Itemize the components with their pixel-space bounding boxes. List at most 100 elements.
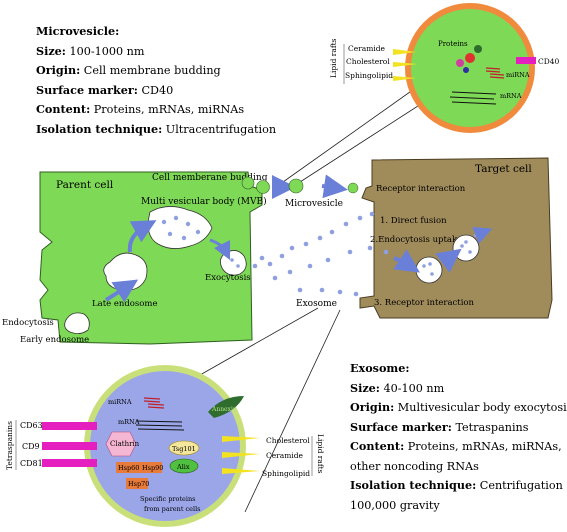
microvesicle-label: Microvesicle — [285, 199, 343, 209]
specific-proteins-label: Specific proteins — [140, 495, 195, 503]
hsp60-shape — [116, 462, 140, 473]
connector-exosome-zoom — [199, 307, 319, 376]
mv-mirna-strands — [485, 67, 505, 79]
hsp70-shape — [126, 478, 148, 489]
mv-mirna-label: miRNA — [506, 71, 530, 79]
uptake-vesicle-1 — [415, 256, 443, 284]
tsg101-shape — [168, 440, 200, 456]
arrow-uptake-3 — [472, 226, 493, 244]
arrow-uptake-2 — [435, 248, 462, 273]
raft-sphingolipid — [393, 76, 416, 81]
exocytosis-vesicle — [220, 250, 247, 276]
ex-lipid-rafts-label: Lipid rafts — [316, 434, 325, 474]
exocytosis-label: Exocytosis — [205, 273, 251, 283]
annexin-label: Annexin — [211, 406, 237, 413]
annexin-shape — [208, 396, 244, 418]
ex-marker-label: Surface marker: — [350, 419, 452, 434]
budding-vesicle-1 — [241, 176, 255, 190]
ex-sphingolipid-label: Sphingolipid — [262, 469, 310, 478]
ex-origin-label: Origin: — [350, 400, 395, 414]
hsp70-label: Hsp70 — [128, 480, 149, 488]
mv-proteins-label: Proteins — [438, 40, 468, 48]
mv-mrna-strands — [449, 91, 497, 105]
protein-blue — [463, 67, 469, 73]
arrow-late-to-mvb — [127, 220, 157, 253]
mv-content-value: Proteins, mRNAs, miRNAs — [93, 103, 245, 116]
ex-content-label: Content: — [350, 439, 405, 453]
ex-mrna-strands — [135, 420, 185, 431]
ex-isolation-value: Centrifugation at — [479, 479, 567, 492]
ex-size-label: Size: — [350, 380, 380, 395]
exosome-info: Exosome: Size: 40-100 nm Origin: Multive… — [350, 359, 567, 515]
ex-mirna-label: miRNA — [108, 398, 132, 406]
ex-content-value-2: other noncoding RNAs — [350, 459, 479, 473]
mvb-label: Multi vesicular body (MVB) — [141, 196, 267, 207]
mvb-vesicles — [161, 215, 201, 241]
mvb — [147, 206, 213, 249]
ex-size-value: 40-100 nm — [383, 381, 445, 395]
alix-shape — [169, 458, 199, 474]
mv-ceramide-label: Ceramide — [348, 44, 386, 53]
ex-origin-value: Multivesicular body exocytosis — [397, 401, 567, 414]
uptake-vesicle-2 — [452, 234, 480, 262]
mv-content-label: Content: — [36, 102, 91, 116]
receptor-interaction-label: Receptor interaction — [376, 184, 466, 194]
ex-isolation-label: Isolation technique: — [350, 478, 477, 492]
target-cell — [359, 157, 553, 319]
cd81-label: CD81 — [20, 459, 43, 468]
ex-raft-sphingolipid — [222, 468, 260, 474]
microvesicle-info: Microvesicle: Size: 100-1000 nm Origin: … — [36, 22, 276, 139]
cd40-label: CD40 — [538, 57, 560, 66]
endocytosis-label: Endocytosis — [2, 318, 54, 328]
mv-lipid-rafts-label: Lipid rafts — [329, 38, 338, 78]
tsg101-label: Tsg101 — [172, 445, 196, 453]
clathrin-label: Clathrin — [110, 440, 140, 448]
ex-ceramide-label: Ceramide — [266, 451, 304, 460]
cd9-marker — [42, 442, 97, 450]
protein-pink — [456, 59, 464, 67]
connector-microvesicle-zoom-2 — [299, 94, 436, 183]
mv-marker-label: Surface marker: — [36, 82, 138, 97]
connector-microvesicle-zoom — [282, 81, 425, 183]
hsp90-label: Hsp90 — [142, 464, 163, 472]
cd63-label: CD63 — [20, 421, 43, 430]
ex-mirna-strands — [143, 397, 165, 409]
ex-isolation-value-2: 100,000 gravity — [350, 498, 440, 512]
ex-info-title: Exosome: — [350, 361, 410, 375]
protein-green — [474, 45, 482, 53]
from-parent-label: from parent cells — [144, 505, 201, 513]
microvesicle-zoom — [405, 3, 535, 133]
mv-size-label: Size: — [36, 43, 66, 58]
cd9-label: CD9 — [22, 442, 40, 451]
ex-raft-ceramide — [222, 452, 260, 458]
cd40-marker — [516, 57, 536, 64]
mv-info-title: Microvesicle: — [36, 24, 120, 38]
endocytosis-uptake-label: 2.Endocytosis uptake — [370, 235, 462, 245]
arrow-microvesicle-target — [321, 174, 348, 199]
raft-cholesterol — [393, 62, 418, 67]
mv-cholesterol-label: Cholesterol — [346, 57, 390, 66]
parent-cell-title: Parent cell — [56, 179, 114, 191]
direct-fusion-label: 1. Direct fusion — [380, 216, 447, 226]
arrow-late-to-early — [104, 279, 139, 303]
microvesicle-dot — [288, 178, 304, 194]
mv-size-value: 100-1000 nm — [69, 44, 145, 58]
receptor-interaction-3-label: 3. Receptor interaction — [374, 298, 475, 308]
mv-isolation-value: Ultracentrifugation — [165, 122, 277, 136]
hsp90-shape — [140, 462, 162, 473]
budding-vesicle-2 — [256, 180, 270, 194]
raft-ceramide — [393, 49, 416, 55]
cd81-marker — [42, 459, 97, 467]
clathrin-shape — [105, 431, 137, 457]
cd63-marker — [42, 422, 97, 430]
exosome-dots — [252, 211, 389, 297]
mv-origin-value: Cell membrane budding — [83, 64, 221, 77]
arrow-mvb-to-exocytosis — [209, 238, 231, 261]
ex-cholesterol-label: Cholesterol — [266, 436, 310, 445]
budding-label: Cell memberane budding — [152, 173, 268, 183]
connector-exosome-zoom-2 — [244, 309, 341, 513]
ex-marker-value: Tetraspanins — [455, 420, 529, 434]
arrow-uptake-1 — [393, 249, 420, 273]
mv-marker-value: CD40 — [141, 83, 174, 97]
